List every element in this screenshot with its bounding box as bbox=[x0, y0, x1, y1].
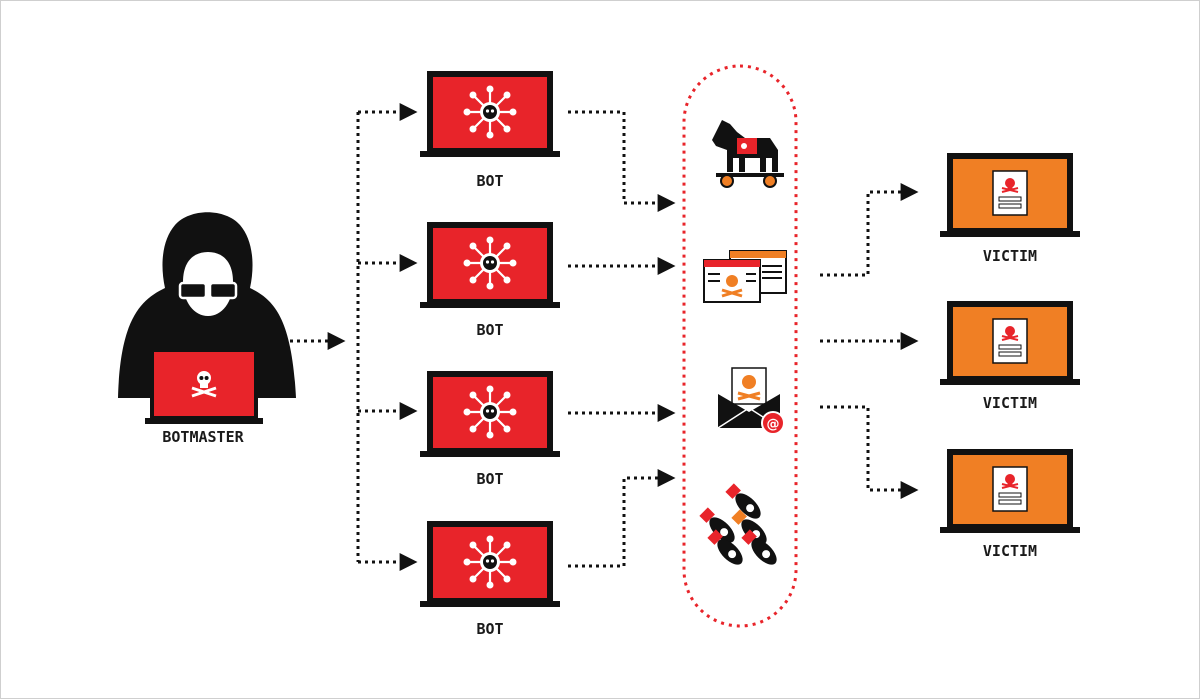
bot-laptop-1 bbox=[420, 71, 560, 157]
infected-document-icon bbox=[992, 318, 1028, 364]
botmaster-figure bbox=[118, 212, 296, 424]
victim-label-1: VICTIM bbox=[983, 247, 1037, 265]
bot-laptop-3 bbox=[420, 371, 560, 457]
bot-label-1: BOT bbox=[476, 172, 503, 190]
infected-document-icon bbox=[992, 466, 1028, 512]
trojan-horse-icon bbox=[712, 120, 784, 188]
bot-label-4: BOT bbox=[476, 620, 503, 638]
virus-icon bbox=[462, 84, 518, 140]
victim-laptop-2 bbox=[940, 301, 1080, 385]
connector-victim1 bbox=[820, 183, 919, 277]
victim-label-2: VICTIM bbox=[983, 394, 1037, 412]
victim-laptop-3 bbox=[940, 449, 1080, 533]
botmaster-label: BOTMASTER bbox=[162, 428, 244, 446]
connector-bot1 bbox=[568, 110, 676, 212]
connector-bot4 bbox=[568, 469, 676, 568]
phishing-email-icon: @ bbox=[717, 367, 785, 435]
victim-laptop-1 bbox=[940, 153, 1080, 237]
svg-text:@: @ bbox=[767, 417, 780, 432]
victim-label-3: VICTIM bbox=[983, 542, 1037, 560]
bot-label-3: BOT bbox=[476, 470, 503, 488]
bombs-icon bbox=[699, 483, 777, 565]
infected-document-icon bbox=[992, 170, 1028, 216]
bot-laptop-2 bbox=[420, 222, 560, 308]
malicious-webpages-icon bbox=[703, 250, 787, 303]
virus-icon bbox=[462, 235, 518, 291]
bot-label-2: BOT bbox=[476, 321, 503, 339]
virus-icon bbox=[462, 534, 518, 590]
bot-laptop-4 bbox=[420, 521, 560, 607]
attack-vectors-boundary bbox=[682, 64, 798, 628]
virus-icon bbox=[462, 384, 518, 440]
connector-victim3 bbox=[820, 405, 919, 499]
